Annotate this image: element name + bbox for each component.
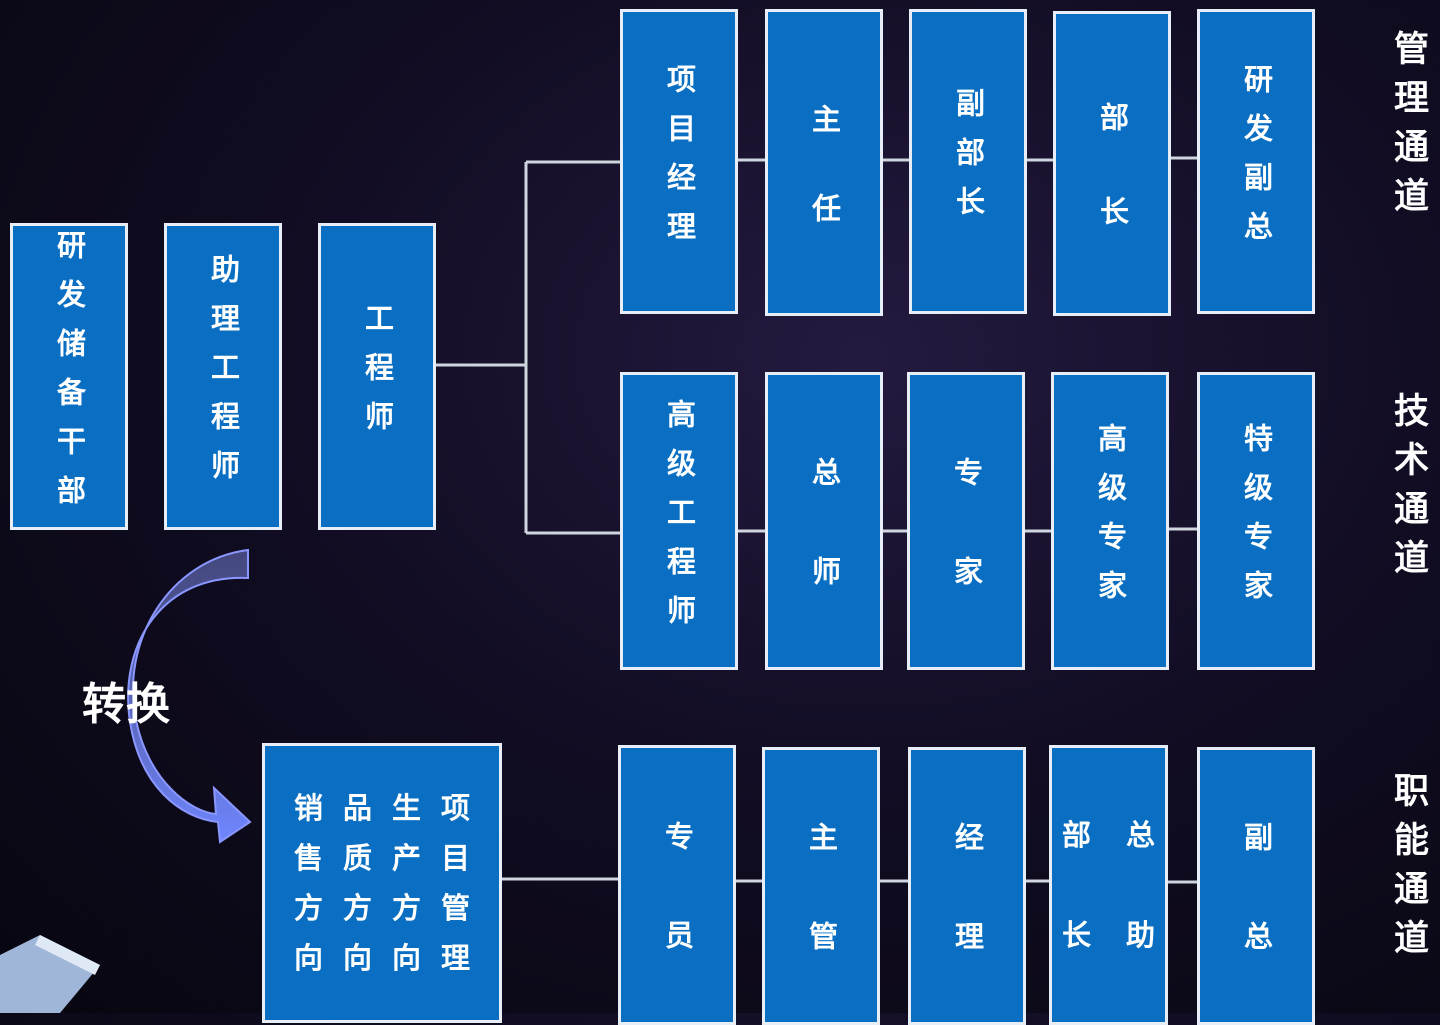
box-assistant-engineer: 助理工程师 [164,223,282,530]
box-senior-expert: 高级专家 [1051,372,1169,670]
box-engineer: 工程师 [318,223,436,530]
box-director: 主任 [765,9,883,316]
box-supervisor: 主管 [762,747,880,1025]
box-deputy-general: 副总 [1197,747,1315,1025]
convert-label: 转换 [82,679,170,730]
box-principal-expert: 特级专家 [1197,372,1315,670]
box-deputy-minister: 副部长 [909,9,1027,314]
box-rd-vp: 研发副总 [1197,9,1315,314]
box-rd-reserve-cadre: 研发储备干部 [10,223,128,530]
channel-functional-label: 职能通道 [1388,772,1428,968]
box-manager: 经理 [908,747,1026,1025]
channel-management-label: 管理通道 [1388,30,1428,226]
box-expert: 专家 [907,372,1025,670]
box-functional-directions: 销 品 生 项 售 质 产 目 方 方 方 管 向 向 向 理 [262,743,502,1023]
box-project-manager: 项目经理 [620,9,738,314]
box-senior-engineer: 高级工程师 [620,372,738,670]
box-minister: 部长 [1053,11,1171,316]
box-dept-head-assistant: 部 总 长 助 [1049,745,1168,1025]
box-specialist: 专员 [618,745,736,1025]
box-chief-engineer: 总师 [765,372,883,670]
directions-grid: 销 品 生 项 售 质 产 目 方 方 方 管 向 向 向 理 [293,791,470,975]
assistant-grid: 部 总 长 助 [1061,818,1155,952]
channel-technical-label: 技术通道 [1388,392,1428,588]
